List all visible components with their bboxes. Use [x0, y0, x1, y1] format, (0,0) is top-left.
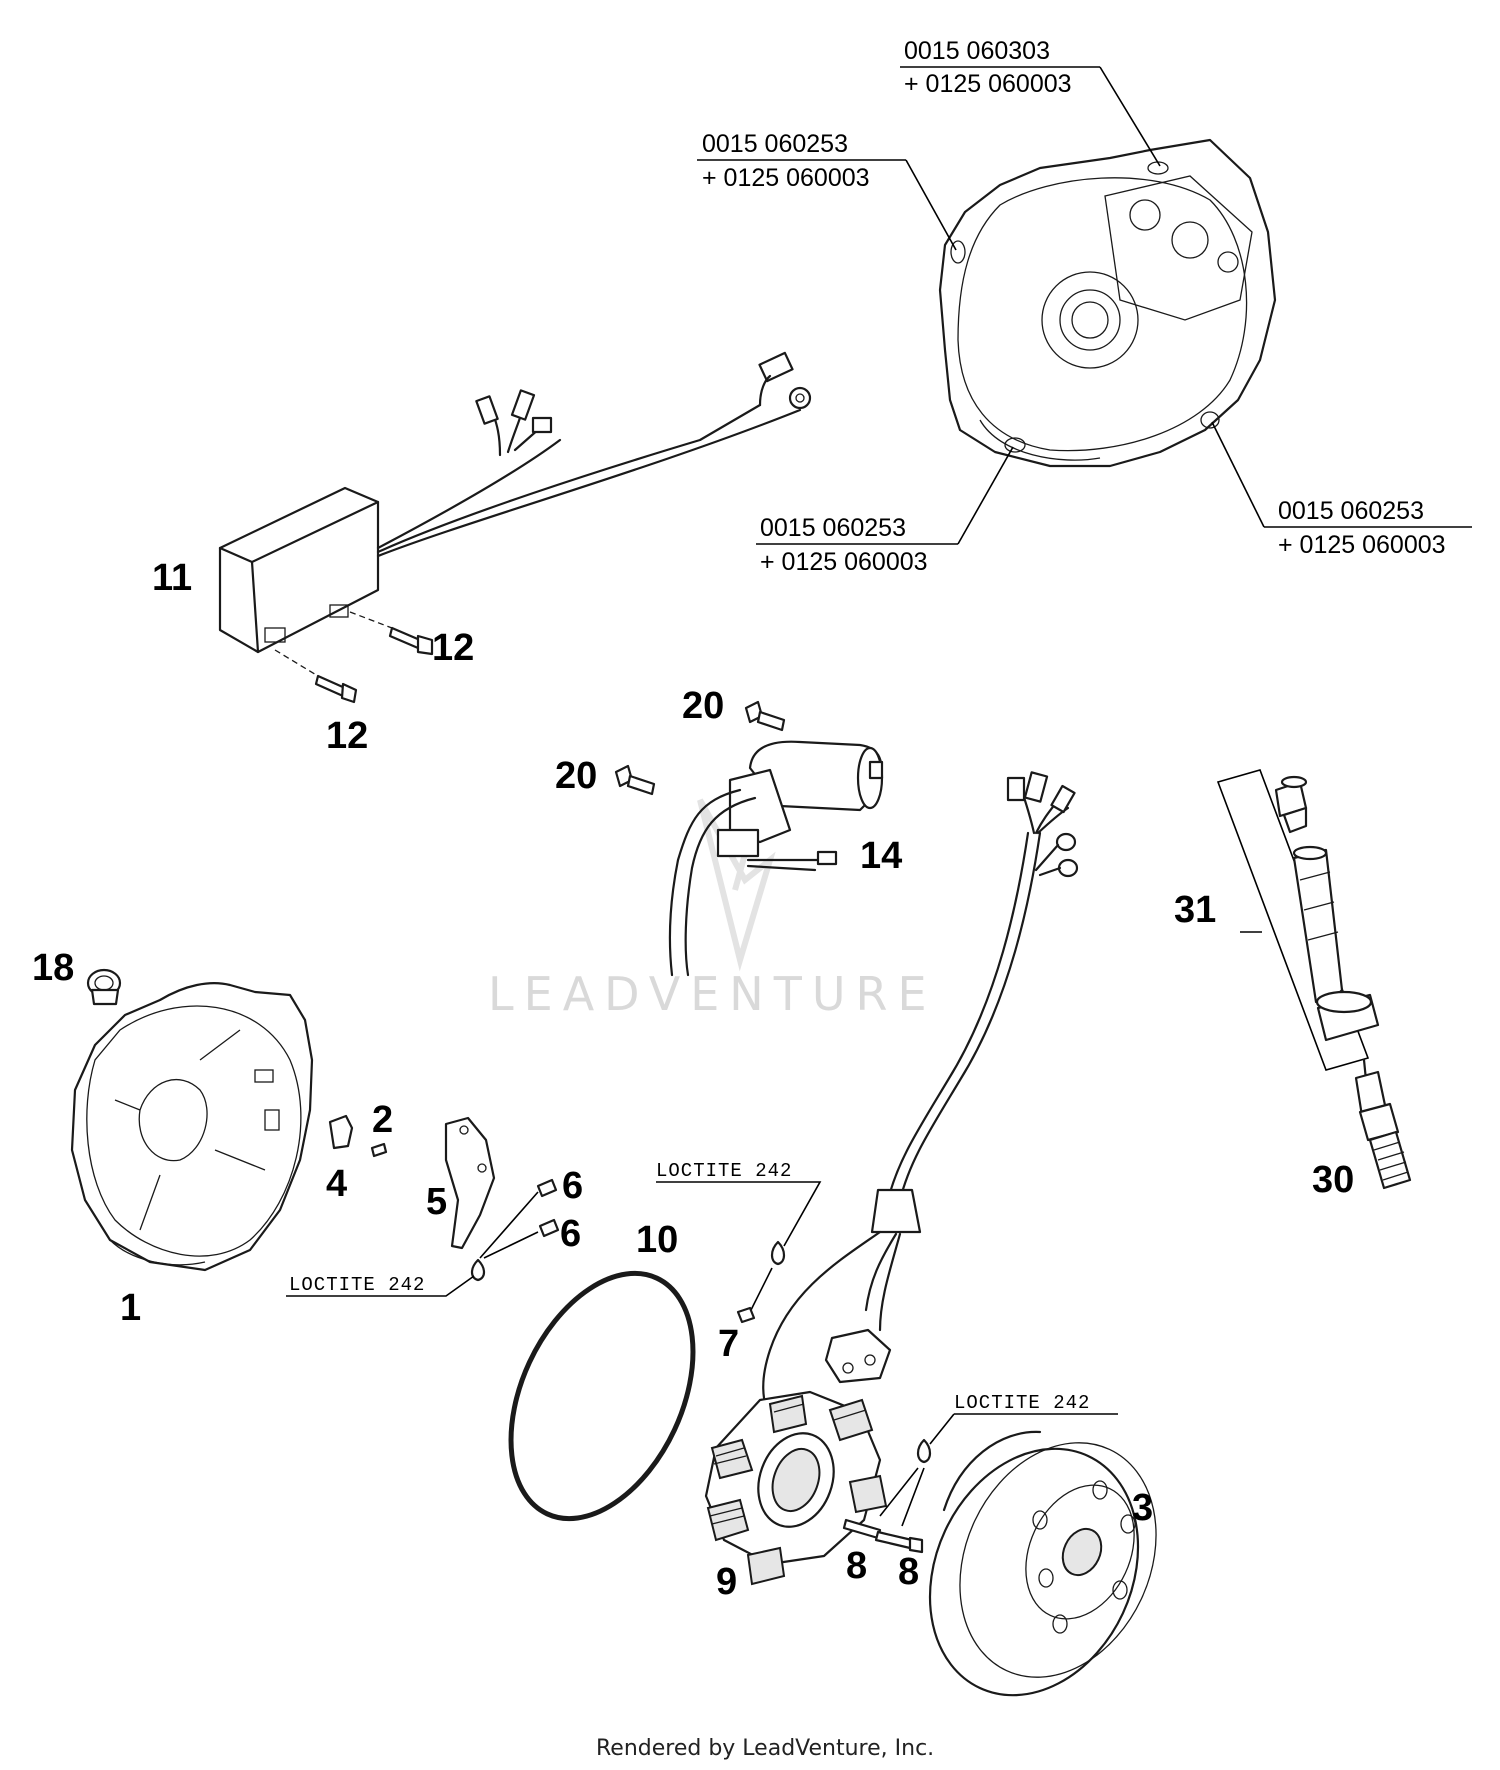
pn-lr-line1: 0015 060253 — [1278, 497, 1424, 525]
callout-9: 9 — [716, 1561, 737, 1603]
pn-lr-line2: + 0125 060003 — [1278, 531, 1446, 559]
screw-7: 7 — [718, 1306, 756, 1365]
screw-20-lower: 20 — [555, 755, 656, 797]
loctite-right: LOCTITE 242 — [879, 1392, 1118, 1527]
footer-credit: Rendered by LeadVenture, Inc. — [596, 1736, 934, 1761]
pn-ul-line2: + 0125 060003 — [702, 164, 870, 192]
screw-6-upper: 6 — [536, 1165, 583, 1207]
loctite-label-left: LOCTITE 242 — [289, 1274, 425, 1296]
spark-plug-connector-kit: 31 — [1174, 769, 1380, 1071]
ignition-coil: 14 — [668, 740, 902, 977]
screw-6-lower: 6 — [538, 1213, 581, 1255]
generator-cover — [938, 138, 1277, 468]
bracket-4: 4 — [326, 1114, 354, 1205]
callout-20-upper: 20 — [682, 685, 724, 727]
callout-20-lower: 20 — [555, 755, 597, 797]
part-number-upper-left: 0015 060253 + 0125 060003 — [697, 130, 957, 251]
loctite-left: LOCTITE 242 — [286, 1191, 539, 1297]
watermark-logo: LEADVENTURE — [488, 798, 937, 1021]
screw-12-upper: 12 — [349, 611, 474, 669]
flywheel: 3 — [928, 1430, 1157, 1697]
part-number-top: 0015 060303 + 0125 060003 — [900, 37, 1161, 167]
part-number-lower-right: 0015 060253 + 0125 060003 — [1211, 421, 1472, 559]
pn-ll-line2: + 0125 060003 — [760, 548, 928, 576]
screw-12-lower: 12 — [274, 649, 368, 757]
cdi-unit: 11 — [152, 351, 812, 654]
callout-8-right: 8 — [898, 1551, 919, 1593]
stator: 9 — [704, 771, 1079, 1603]
screw-2: 2 — [370, 1099, 393, 1158]
callout-2: 2 — [372, 1099, 393, 1141]
o-ring: 10 — [508, 1219, 696, 1522]
callout-1: 1 — [120, 1287, 141, 1329]
callout-30: 30 — [1312, 1159, 1354, 1201]
callout-14: 14 — [860, 835, 902, 877]
loctite-middle: LOCTITE 242 — [656, 1160, 822, 1317]
watermark-text: LEADVENTURE — [488, 967, 937, 1021]
callout-12-upper: 12 — [432, 627, 474, 669]
part-number-lower-left: 0015 060253 + 0125 060003 — [756, 446, 1014, 576]
callout-3: 3 — [1132, 1487, 1153, 1529]
pn-ll-line1: 0015 060253 — [760, 514, 906, 542]
loctite-label-right: LOCTITE 242 — [954, 1392, 1090, 1414]
rubber-plug: 18 — [32, 947, 122, 1006]
spark-plug: 30 — [1312, 1058, 1412, 1201]
generator-housing: 1 — [70, 982, 314, 1329]
plate-5: 5 — [426, 1116, 496, 1250]
callout-6-lower: 6 — [560, 1213, 581, 1255]
screw-8-left: 8 — [842, 1518, 882, 1587]
callout-12-lower: 12 — [326, 715, 368, 757]
callout-7: 7 — [718, 1323, 739, 1365]
screw-20-upper: 20 — [682, 685, 786, 732]
callout-10: 10 — [636, 1219, 678, 1261]
callout-11: 11 — [152, 557, 192, 599]
callout-31: 31 — [1174, 889, 1216, 931]
callout-5: 5 — [426, 1181, 447, 1223]
callout-8-left: 8 — [846, 1545, 867, 1587]
callout-4: 4 — [326, 1163, 347, 1205]
pn-top-line1: 0015 060303 — [904, 37, 1050, 65]
callout-6-upper: 6 — [562, 1165, 583, 1207]
pn-top-line2: + 0125 060003 — [904, 70, 1072, 98]
pn-ul-line1: 0015 060253 — [702, 130, 848, 158]
loctite-label-middle: LOCTITE 242 — [656, 1160, 792, 1182]
callout-18: 18 — [32, 947, 74, 989]
screw-8-right: 8 — [874, 1530, 924, 1593]
